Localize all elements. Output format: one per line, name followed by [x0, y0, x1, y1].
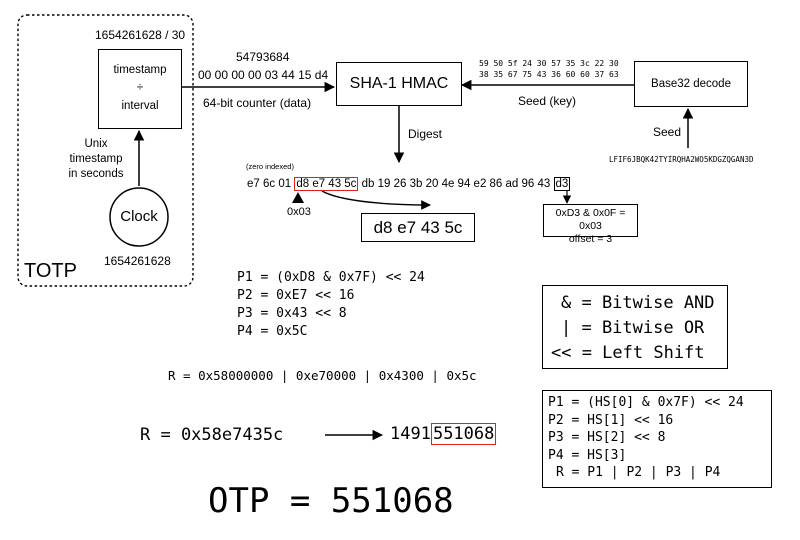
unix-timestamp-label: Unix timestamp in seconds	[58, 137, 134, 182]
calc-p3: P3 = 0x43 << 8	[237, 306, 347, 321]
operator-legend: & = Bitwise AND | = Bitwise OR << = Left…	[542, 285, 728, 369]
formula-r: R = P1 | P2 | P3 | P4	[556, 465, 721, 480]
offset-calc-box: 0xD3 & 0x0F = 0x03 offset = 3	[543, 204, 638, 245]
timestamp-over-interval: 1654261628 / 30	[95, 28, 186, 42]
r-or-expression: R = 0x58000000 | 0xe70000 | 0x4300 | 0x5…	[168, 368, 477, 383]
clock-circle	[109, 187, 169, 247]
digest-last-byte: d3	[553, 177, 571, 191]
division-box: timestamp ÷ interval	[98, 49, 182, 129]
digest-prefix-bytes: e7 6c 01	[247, 178, 292, 190]
seed-hex: 59 50 5f 24 30 57 35 3c 22 30 38 35 67 7…	[479, 58, 619, 80]
unix-label-line3: in seconds	[68, 168, 124, 180]
digest-middle-bytes: db 19 26 3b 20 4e 94 e2 86 ad 96 43	[361, 178, 551, 190]
offset-marker-triangle	[292, 192, 304, 203]
legend-or: | = Bitwise OR	[561, 318, 705, 338]
generic-formula-box: P1 = (HS[0] & 0x7F) << 24 P2 = HS[1] << …	[542, 390, 772, 488]
totp-label: TOTP	[24, 260, 77, 282]
unix-label-line1: Unix	[84, 138, 108, 150]
clock-value: 1654261628	[104, 254, 171, 268]
base32-decode-box: Base32 decode	[634, 61, 748, 107]
counter-hex: 00 00 00 00 03 44 15 d4	[198, 68, 329, 82]
counter-label: 64-bit counter (data)	[203, 96, 312, 110]
sha1-hmac-box: SHA-1 HMAC	[336, 62, 462, 106]
r-decimal-prefix: 1491	[390, 424, 431, 444]
extracted-bytes-box: d8 e7 43 5c	[361, 213, 475, 242]
p-values: P1 = (0xD8 & 0x7F) << 24 P2 = 0xE7 << 16…	[237, 269, 425, 341]
digest-bytes: e7 6c 01 d8 e7 43 5c db 19 26 3b 20 4e 9…	[247, 177, 571, 191]
offset-calc-line2: offset = 3	[568, 233, 613, 245]
r-decimal-suffix: 551068	[430, 423, 497, 445]
r-hex: R = 0x58e7435c	[140, 425, 284, 445]
legend-shift: << = Left Shift	[551, 343, 705, 363]
extract-bytes-arrow	[321, 190, 431, 210]
formula-p1: P1 = (HS[0] & 0x7F) << 24	[548, 395, 744, 410]
otp-result: OTP = 551068	[208, 481, 454, 521]
seed-hex-line1: 59 50 5f 24 30 57 35 3c 22 30	[479, 59, 619, 68]
formula-p2: P2 = HS[1] << 16	[548, 412, 674, 428]
counter-decimal: 54793684	[236, 50, 290, 64]
legend-and: & = Bitwise AND	[561, 293, 715, 313]
clock-label: Clock	[120, 208, 158, 225]
seed-value: LFIF6JBQK42TYIRQHA2WO5KDGZQGAN3D	[609, 155, 754, 164]
totp-container	[17, 14, 194, 287]
unix-label-line2: timestamp	[69, 153, 123, 165]
calc-p4: P4 = 0x5C	[237, 324, 308, 339]
offset-marker-label: 0x03	[287, 206, 311, 218]
seed-key-label: Seed (key)	[518, 94, 577, 108]
calc-p2: P2 = 0xE7 << 16	[237, 288, 355, 303]
seed-hex-line2: 38 35 67 75 43 36 60 60 37 63	[479, 70, 619, 79]
formula-p3: P3 = HS[2] << 8	[548, 430, 666, 445]
digest-label: Digest	[408, 127, 443, 141]
offset-calc-line1: 0xD3 & 0x0F = 0x03	[555, 207, 626, 232]
calc-p1: P1 = (0xD8 & 0x7F) << 24	[237, 270, 425, 285]
division-line-operator: ÷	[136, 82, 144, 94]
division-line-interval: interval	[121, 100, 159, 112]
zero-indexed-note: (zero indexed)	[246, 162, 294, 171]
division-line-timestamp: timestamp	[113, 64, 167, 76]
digest-selected-bytes: d8 e7 43 5c	[294, 177, 359, 191]
formula-p4: P4 = HS[3]	[548, 447, 627, 463]
seed-label: Seed	[653, 125, 682, 139]
